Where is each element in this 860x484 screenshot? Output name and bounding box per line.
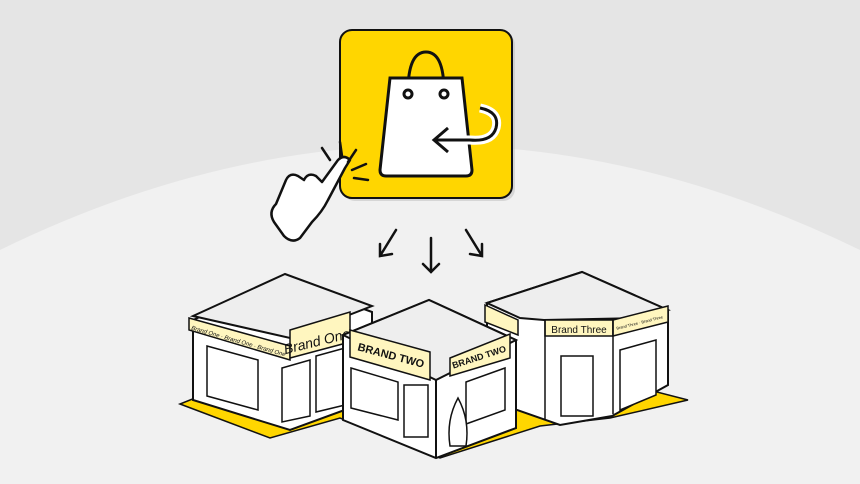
- shopping-bag-return-icon: [378, 50, 502, 178]
- door: [560, 355, 594, 417]
- pointing-hand-icon: [270, 140, 370, 242]
- brand-three-sign: Brand Three: [551, 325, 607, 336]
- store-brand-two: BRAND TWO BRAND TWO: [340, 298, 519, 460]
- door: [403, 384, 429, 438]
- down-arrows: [378, 228, 484, 274]
- store-brand-one: Brand One · Brand One · Brand One Brand …: [188, 272, 375, 432]
- app-icon-button[interactable]: [339, 29, 515, 201]
- store-brand-three: Brand Three Brand Three · Brand Three: [484, 270, 671, 427]
- plant-icon: [448, 396, 468, 447]
